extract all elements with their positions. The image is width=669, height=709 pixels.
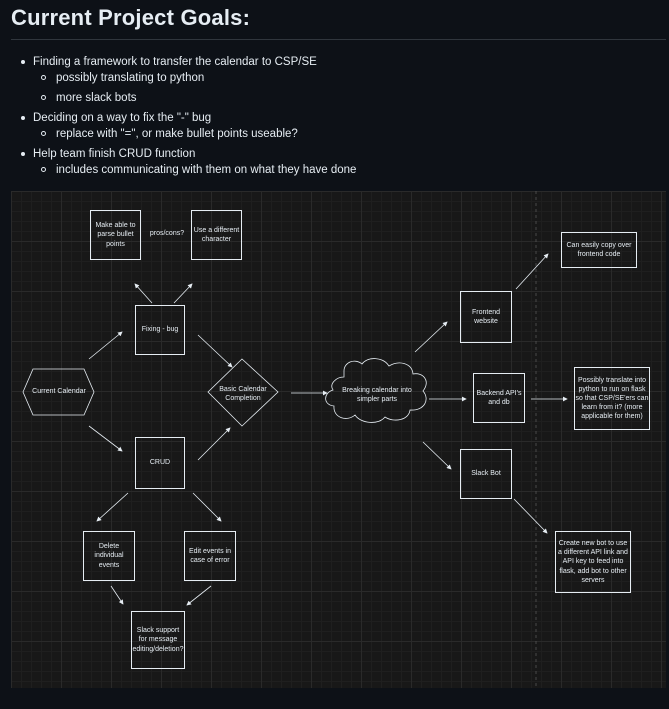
goal-item-bug-fix: Deciding on a way to fix the "-" bug	[20, 112, 212, 124]
node-pros-cons[interactable]: pros/cons?	[149, 230, 185, 238]
node-parse-bullets[interactable]: Make able to parse bullet points	[90, 210, 141, 260]
node-slack-bot[interactable]: Slack Bot	[460, 449, 512, 499]
arrow-fix-to-basic	[197, 334, 233, 368]
goal-subitem-communicating: includes communicating with them on what…	[40, 164, 357, 176]
arrow-crud-to-edit	[192, 492, 222, 522]
node-basic-completion[interactable]: Basic Calendar Completion	[219, 385, 267, 402]
node-copy-frontend[interactable]: Can easily copy over frontend code	[561, 232, 637, 268]
arrow-edit-to-slack	[186, 585, 212, 606]
node-fixing-bug[interactable]: Fixing - bug	[135, 305, 185, 355]
goal-item-crud: Help team finish CRUD function	[20, 148, 196, 160]
diagram-canvas[interactable]: Make able to parse bullet points pros/co…	[11, 191, 666, 688]
current-calendar-shape	[22, 368, 95, 416]
node-breaking-calendar[interactable]: Breaking calendar into simpler parts	[342, 386, 412, 403]
breaking-cloud-shape	[325, 358, 427, 423]
node-edit-events[interactable]: Edit events in case of error	[184, 531, 236, 581]
arrow-delete-to-slack	[110, 585, 124, 605]
diagram-connectors	[22, 191, 568, 688]
basic-completion-shape	[207, 358, 279, 427]
arrow-break-to-slack	[422, 441, 452, 470]
node-slack-support[interactable]: Slack support for message editing/deleti…	[131, 611, 185, 669]
node-translate-python[interactable]: Possibly translate into python to run on…	[574, 367, 650, 430]
goal-item-framework: Finding a framework to transfer the cale…	[21, 56, 317, 68]
arrow-cal-to-fix	[88, 331, 123, 360]
node-frontend-website[interactable]: Frontend website	[460, 291, 512, 343]
title-divider	[11, 39, 666, 40]
node-new-bot[interactable]: Create new bot to use a different API li…	[555, 531, 631, 593]
arrow-fix-to-parse	[134, 283, 153, 304]
goal-subitem-replace: replace with "=", or make bullet points …	[41, 128, 298, 140]
goal-subitem-slack-bots: more slack bots	[41, 92, 137, 104]
node-crud[interactable]: CRUD	[135, 437, 185, 489]
node-different-character[interactable]: Use a different character	[191, 210, 242, 260]
arrow-break-to-frontend	[414, 321, 448, 353]
arrow-crud-to-delete	[96, 492, 129, 522]
node-backend-api[interactable]: Backend API's and db	[473, 373, 525, 423]
arrow-crud-to-basic	[197, 427, 231, 461]
node-current-calendar[interactable]: Current Calendar	[32, 388, 86, 396]
arrow-cal-to-crud	[88, 425, 123, 452]
page-title: Current Project Goals:	[11, 5, 251, 30]
arrow-frontend-to-copy	[515, 253, 549, 290]
arrow-slack-to-newbot	[513, 498, 548, 534]
arrow-fix-to-char	[173, 283, 193, 304]
node-delete-events[interactable]: Delete individual events	[83, 531, 135, 581]
goal-subitem-python: possibly translating to python	[40, 72, 205, 84]
